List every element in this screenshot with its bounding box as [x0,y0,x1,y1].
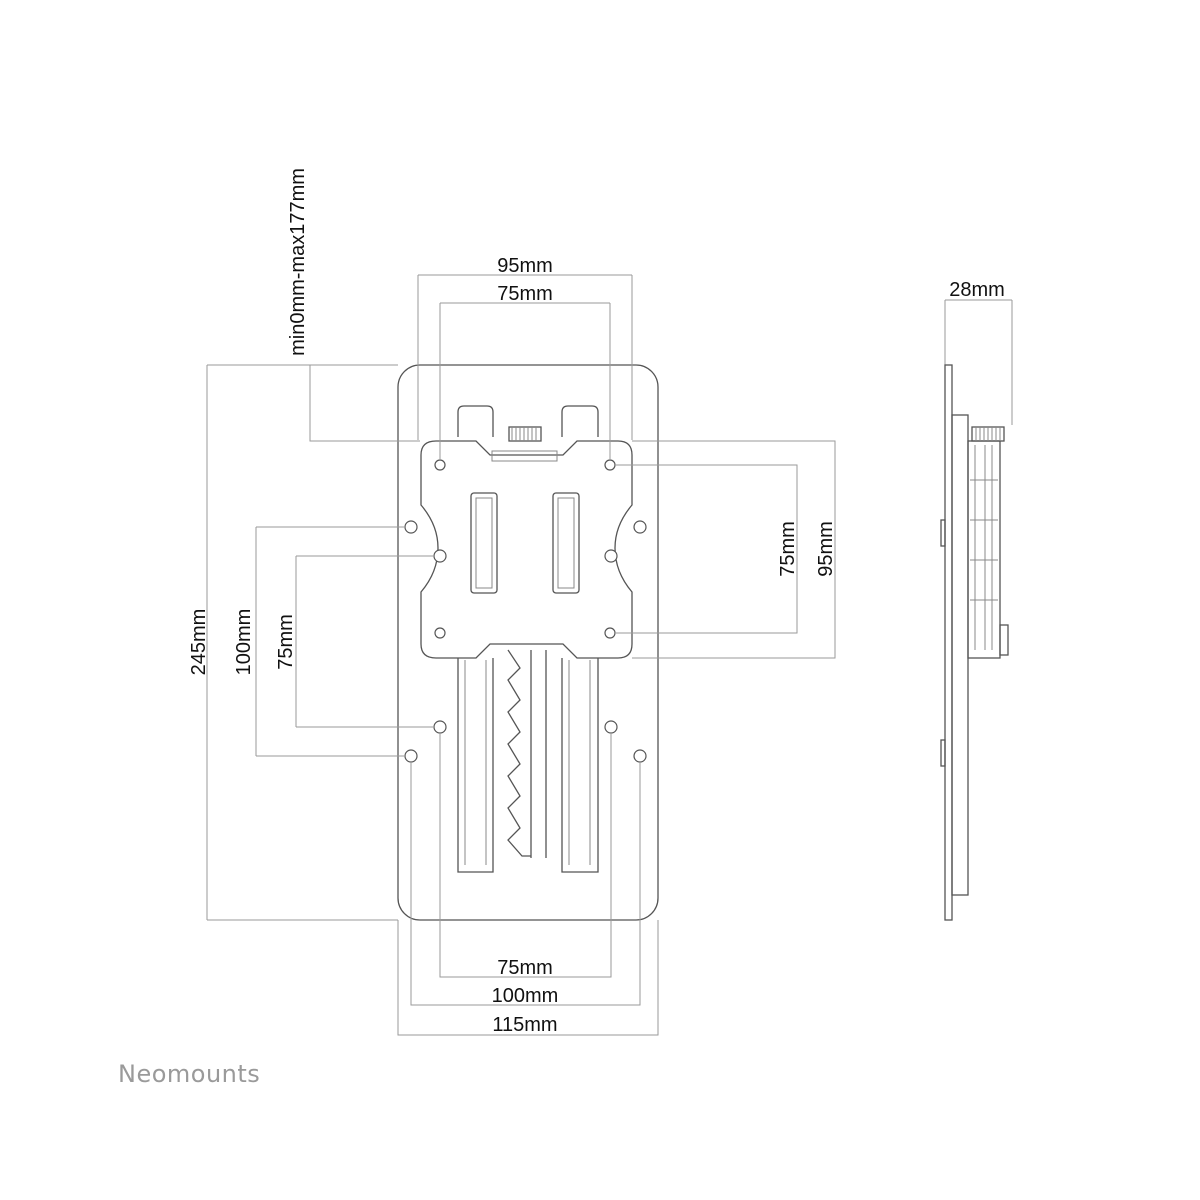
label-left-245: 245mm [188,609,210,676]
knob [508,426,542,442]
slot-right [552,492,580,594]
side-adapter [967,440,1001,659]
label-bottom-75: 75mm [497,957,553,979]
dim-top-95 [417,274,633,440]
label-top-95: 95mm [497,255,553,277]
label-bottom-115: 115mm [492,1014,557,1036]
side-screw [999,624,1009,656]
label-bottom-100: 100mm [492,985,559,1007]
slot-left [470,492,498,594]
dim-top-75 [439,302,611,460]
adapter-hole [434,459,446,471]
dim-left-100 [255,526,405,757]
dim-bottom-75 [439,733,612,978]
dimension-lines [206,274,1013,1036]
hook-right [561,405,599,437]
dim-left-75 [295,555,434,728]
label-right-95: 95mm [815,521,837,577]
side-wall-plate [944,364,953,921]
center-rail [530,650,547,858]
label-left-100: 100mm [233,609,255,676]
label-left-75: 75mm [275,614,297,670]
vesa-adapter-plate [420,440,633,659]
wall-hole [404,520,418,534]
wall-plate [397,364,659,921]
wall-hole [604,720,618,734]
label-top-75: 75mm [497,283,553,305]
rail-right [561,658,599,873]
wall-hole [433,549,447,563]
wall-hole [633,520,647,534]
rail-right-inner [568,660,591,865]
dim-bottom-115 [397,920,659,1036]
serrated-rack [507,649,531,857]
labels: 95mm 75mm min0mm-max177mm 245mm 100mm 75… [118,168,1005,1088]
knob-ridges [511,427,537,441]
side-knob-ridges [975,427,1001,441]
rail-left-inner [464,660,487,865]
side-adapter-detail [974,445,993,650]
side-tab [940,519,946,547]
side-adapter-segments [970,479,998,601]
wall-hole [404,749,418,763]
brand-logo: Neomounts [118,1060,260,1088]
wall-hole [633,749,647,763]
wall-hole [604,549,618,563]
adapter-top-slot [491,450,558,462]
hook-left [457,405,494,437]
slot-right-inner [557,497,575,589]
wall-hole [433,720,447,734]
side-view [940,364,1009,921]
label-min-max: min0mm-max177mm [287,168,309,356]
dim-bottom-100 [410,762,641,1006]
label-right-75: 75mm [777,521,799,577]
dim-min-max [309,365,420,442]
dim-side-28 [944,299,1013,425]
slot-left-inner [475,497,493,589]
adapter-hole [604,627,616,639]
label-side-28: 28mm [949,279,1005,301]
side-tab [940,739,946,767]
adapter-hole [434,627,446,639]
dim-left-245 [206,364,398,921]
front-view [397,364,659,921]
dim-right-75 [616,464,798,634]
rail-left [457,658,494,873]
side-slider [951,414,969,896]
dim-right-95 [632,440,836,659]
adapter-hole [604,459,616,471]
